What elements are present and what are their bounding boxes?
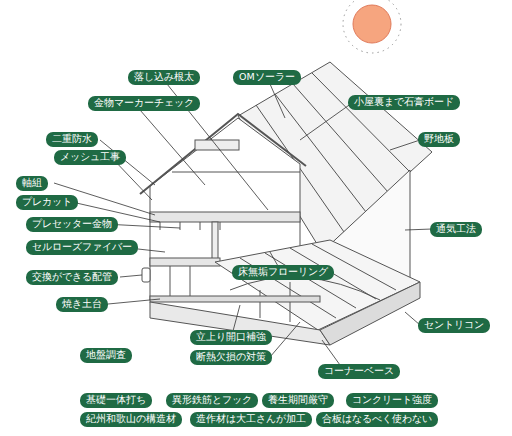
- label-text: コンクリート強度: [352, 394, 432, 406]
- callout-label: 養生期間厳守: [262, 393, 334, 408]
- label-text: 養生期間厳守: [268, 394, 328, 406]
- label-text: セントリコン: [424, 319, 484, 331]
- callout-label: 基礎一体打ち: [80, 393, 152, 408]
- callout-label: 軸組: [16, 176, 48, 191]
- callout-label: 焼き土台: [56, 297, 108, 312]
- label-text: 落し込み根太: [134, 71, 194, 83]
- label-text: 断熱欠損の対策: [196, 351, 266, 363]
- label-text: 異形鉄筋とフック: [172, 394, 252, 406]
- callout-label: コーナーベース: [318, 364, 400, 379]
- label-text: 焼き土台: [62, 298, 102, 310]
- label-text: 立上り開口補強: [196, 331, 266, 343]
- label-text: 二重防水: [52, 133, 92, 145]
- callout-label: 造作材は大工さんが加工: [190, 412, 312, 427]
- callout-label: コンクリート強度: [346, 393, 438, 408]
- label-text: 地盤調査: [86, 349, 126, 361]
- callout-label: 落し込み根太: [128, 70, 200, 85]
- label-text: プレセッター金物: [32, 218, 112, 230]
- callout-label: 金物マーカーチェック: [88, 96, 200, 111]
- label-text: コーナーベース: [324, 365, 394, 377]
- label-text: 金物マーカーチェック: [94, 97, 194, 109]
- callout-label: 立上り開口補強: [190, 330, 272, 345]
- callout-label: セルローズファイバー: [26, 240, 138, 255]
- label-text: 交換ができる配管: [32, 271, 112, 283]
- callout-label: 交換ができる配管: [26, 270, 118, 285]
- callout-label: プレカット: [16, 195, 78, 210]
- label-text: 合板はなるべく使わない: [322, 413, 432, 425]
- label-text: メッシュ工事: [60, 151, 120, 163]
- callout-label: 地盤調査: [80, 348, 132, 363]
- label-text: プレカット: [22, 196, 72, 208]
- label-text: 小屋裏まで石膏ボード: [354, 96, 454, 108]
- callout-label: 通気工法: [430, 222, 482, 237]
- callout-label: 野地板: [418, 132, 460, 147]
- callout-label: 断熱欠損の対策: [190, 350, 272, 365]
- callout-label: セントリコン: [418, 318, 490, 333]
- label-text: 床無垢フローリング: [238, 266, 328, 278]
- label-text: 紀州和歌山の構造材: [86, 413, 176, 425]
- label-text: OMソーラー: [239, 71, 295, 83]
- label-text: 野地板: [424, 133, 454, 145]
- callout-label: 紀州和歌山の構造材: [80, 412, 182, 427]
- label-text: 造作材は大工さんが加工: [196, 413, 306, 425]
- label-text: 軸組: [22, 177, 42, 189]
- callout-label: 床無垢フローリング: [232, 265, 334, 280]
- sun: [343, 0, 401, 53]
- callout-label: プレセッター金物: [26, 217, 118, 232]
- callout-label: OMソーラー: [233, 70, 301, 85]
- callout-label: 二重防水: [46, 132, 98, 147]
- callout-label: 異形鉄筋とフック: [166, 393, 258, 408]
- label-text: 通気工法: [436, 223, 476, 235]
- callout-label: 小屋裏まで石膏ボード: [348, 95, 460, 110]
- callout-label: 合板はなるべく使わない: [316, 412, 438, 427]
- label-text: セルローズファイバー: [32, 241, 132, 253]
- callout-label: メッシュ工事: [54, 150, 126, 165]
- label-text: 基礎一体打ち: [86, 394, 146, 406]
